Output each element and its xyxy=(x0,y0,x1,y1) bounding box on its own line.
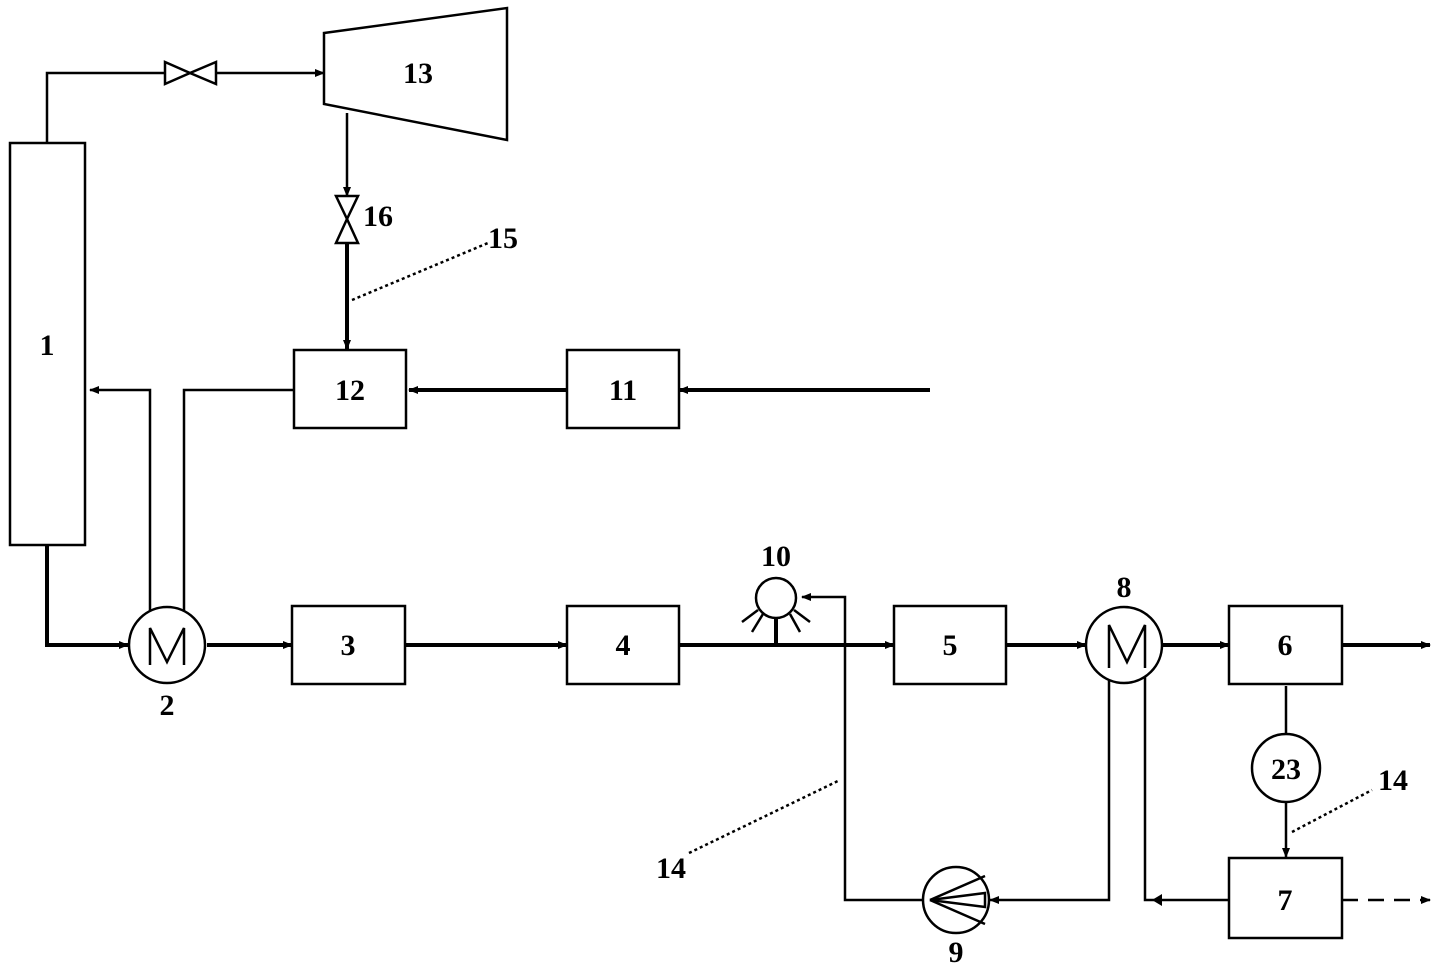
heat-exchanger-8 xyxy=(1084,605,1164,685)
label-10: 10 xyxy=(761,540,791,573)
label-23: 23 xyxy=(1271,753,1301,786)
label-3: 3 xyxy=(341,629,356,662)
leader-14-left xyxy=(688,778,841,855)
unit-12 xyxy=(292,348,408,430)
label-8: 8 xyxy=(1117,571,1132,604)
unit-3 xyxy=(290,604,407,686)
label-9: 9 xyxy=(949,936,964,969)
pump-9 xyxy=(921,865,991,935)
unit-11 xyxy=(565,348,681,430)
label-14-left: 14 xyxy=(656,852,686,885)
label-12: 12 xyxy=(335,374,365,407)
pipe-12-to-2 xyxy=(182,388,294,622)
pipe-14-left xyxy=(801,593,922,902)
turbine-13 xyxy=(322,6,509,142)
label-13: 13 xyxy=(403,57,433,90)
pipe-7-to-8 xyxy=(1143,668,1229,902)
label-2: 2 xyxy=(160,689,175,722)
leader-15 xyxy=(351,241,489,302)
heat-exchanger-2 xyxy=(127,605,207,685)
unit-5 xyxy=(892,604,1008,686)
label-14-right: 14 xyxy=(1378,764,1408,797)
label-5: 5 xyxy=(943,629,958,662)
sprayer-10 xyxy=(741,576,811,633)
pipe-1-to-13 xyxy=(45,71,165,143)
label-11: 11 xyxy=(609,374,637,407)
pipe-1-to-2 xyxy=(45,545,129,649)
column-1 xyxy=(8,141,87,547)
valve-16 xyxy=(334,194,360,245)
unit-23 xyxy=(1250,732,1322,804)
unit-4 xyxy=(565,604,681,686)
valve-top xyxy=(163,60,218,86)
label-15: 15 xyxy=(488,222,518,255)
label-16: 16 xyxy=(363,200,393,233)
label-7: 7 xyxy=(1278,884,1293,917)
label-1: 1 xyxy=(40,329,55,362)
label-4: 4 xyxy=(616,629,631,662)
unit-7 xyxy=(1227,856,1344,940)
pipe-8-to-9 xyxy=(989,668,1111,904)
pipe-2-to-1 xyxy=(89,386,152,622)
label-6: 6 xyxy=(1278,629,1293,662)
unit-6 xyxy=(1227,604,1344,686)
